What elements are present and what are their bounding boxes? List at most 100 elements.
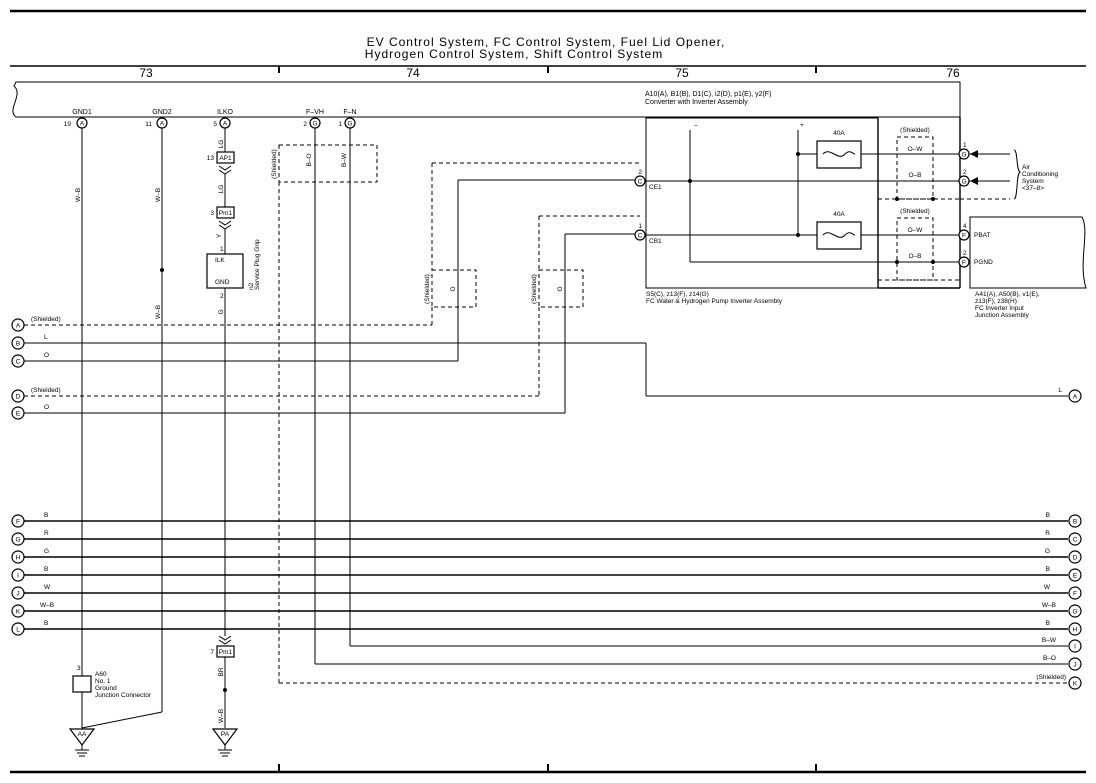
svg-text:W–B: W–B (1042, 602, 1056, 609)
right-row-connectors: A L B B C R D G E B F W G W–B H B I B–W … (1036, 387, 1082, 690)
svg-text:W–B: W–B (155, 305, 162, 319)
svg-text:B–O: B–O (1043, 655, 1056, 662)
column-76: 76 (946, 66, 960, 80)
svg-text:+: + (800, 122, 804, 129)
svg-text:B: B (44, 512, 48, 519)
svg-text:Junction Assembly: Junction Assembly (975, 312, 1030, 319)
svg-text:3: 3 (77, 665, 81, 672)
svg-text:1: 1 (338, 121, 342, 128)
svg-text:Service Plug Grip: Service Plug Grip (254, 239, 261, 290)
svg-text:S5(C), z13(F), z14(G): S5(C), z13(F), z14(G) (646, 291, 709, 298)
svg-text:L: L (1058, 387, 1062, 394)
svg-text:11: 11 (145, 121, 152, 128)
ground-pa: PA (211, 728, 239, 757)
svg-text:GND: GND (215, 279, 230, 286)
svg-text:AP1: AP1 (219, 155, 232, 162)
svg-text:PGND: PGND (974, 259, 993, 266)
svg-text:W–B: W–B (218, 709, 225, 723)
svg-text:H: H (1073, 627, 1078, 634)
wire-fvh-fn: (Shielded) B–O B–W (271, 128, 1068, 684)
column-header: 73 74 75 76 (10, 65, 1086, 80)
svg-text:A: A (223, 121, 228, 128)
svg-text:H: H (16, 555, 21, 562)
svg-text:A: A (1073, 394, 1078, 401)
svg-text:1: 1 (638, 223, 642, 230)
svg-text:A: A (80, 121, 85, 128)
svg-text:CB1: CB1 (649, 238, 662, 245)
svg-text:G: G (44, 548, 49, 555)
ac-pins: G 1 G 2 Air Conditioning System <37–8> (958, 142, 1059, 200)
svg-text:19: 19 (64, 121, 72, 128)
svg-text:B: B (44, 566, 48, 573)
left-rows-upper (24, 324, 1068, 414)
converter-label-1: A10(A), B1(B), D1(C), i2(D), p1(E), y2(F… (645, 91, 771, 98)
svg-text:B: B (1046, 620, 1050, 627)
svg-text:O–W: O–W (908, 146, 924, 153)
svg-text:W: W (44, 584, 51, 591)
svg-text:Ground: Ground (95, 685, 117, 692)
svg-text:G: G (347, 121, 352, 128)
pin-name-fn: F–N (343, 109, 356, 116)
svg-text:W–B: W–B (75, 188, 82, 202)
pin-name-fvh: F–VH (306, 109, 324, 116)
svg-text:No. 1: No. 1 (95, 678, 111, 685)
svg-text:AA: AA (78, 731, 87, 738)
svg-text:I: I (1074, 644, 1076, 651)
svg-text:F: F (962, 233, 966, 240)
svg-text:F: F (1073, 591, 1077, 598)
pin-name-ilko: ILKO (217, 109, 234, 116)
svg-text:3: 3 (210, 210, 214, 217)
svg-text:(Shielded): (Shielded) (31, 387, 61, 394)
svg-text:5: 5 (213, 121, 217, 128)
svg-text:O: O (44, 352, 49, 359)
left-row-connectors: A (Shielded) B L C O D (Shielded) E O F … (11, 316, 61, 636)
svg-text:L: L (16, 627, 20, 634)
svg-text:G: G (218, 309, 225, 314)
wire-ce1-cb1: (Shielded) O (Shielded) O (424, 162, 640, 413)
converter-label-2: Converter with Inverter Assembly (645, 99, 748, 106)
svg-text:System: System (1022, 178, 1044, 185)
svg-text:G: G (312, 121, 317, 128)
svg-text:Pm1: Pm1 (219, 649, 233, 656)
svg-text:K: K (16, 609, 21, 616)
svg-text:C: C (638, 233, 643, 240)
svg-text:B–W: B–W (1042, 637, 1057, 644)
svg-text:7: 7 (210, 649, 214, 656)
svg-text:C: C (638, 179, 643, 186)
svg-text:1: 1 (963, 142, 967, 149)
svg-text:(Shielded): (Shielded) (31, 316, 61, 323)
svg-text:O–B: O–B (908, 172, 921, 179)
svg-text:(Shielded): (Shielded) (424, 274, 431, 304)
column-74: 74 (406, 66, 420, 80)
svg-text:(Shielded): (Shielded) (531, 274, 538, 304)
svg-text:A: A (16, 323, 21, 330)
shield-box-lower: (Shielded) O–W O–B (878, 208, 960, 281)
svg-text:BR: BR (218, 667, 225, 676)
svg-text:B: B (1046, 566, 1050, 573)
svg-text:(Shielded): (Shielded) (900, 127, 930, 134)
converter-inverter-assembly: A10(A), B1(B), D1(C), i2(D), p1(E), y2(F… (12, 81, 961, 118)
svg-text:F: F (962, 260, 966, 267)
pin-name-gnd2: GND2 (152, 109, 172, 116)
svg-text:W–B: W–B (155, 188, 162, 202)
svg-text:G: G (961, 179, 966, 186)
column-73: 73 (139, 66, 153, 80)
svg-text:–: – (694, 122, 698, 129)
svg-text:C: C (16, 359, 21, 366)
svg-text:E: E (16, 411, 21, 418)
svg-text:F: F (16, 519, 20, 526)
bottom-rule (10, 764, 1086, 774)
shield-box-upper: (Shielded) O–W O–B (878, 127, 960, 201)
service-plug-grip (206, 253, 244, 289)
svg-text:PA: PA (221, 731, 230, 738)
svg-text:W: W (1044, 584, 1051, 591)
svg-text:O: O (450, 286, 457, 291)
svg-text:O–W: O–W (908, 227, 924, 234)
title-line-1: EV Control System, FC Control System, Fu… (367, 35, 726, 49)
column-75: 75 (675, 66, 689, 80)
svg-text:2: 2 (963, 250, 967, 257)
svg-text:40A: 40A (833, 211, 845, 218)
wire-gnd1: W–B 3 A60 No. 1 Ground Junction Connecto… (72, 128, 163, 729)
fuse-40a-lower (816, 221, 862, 250)
